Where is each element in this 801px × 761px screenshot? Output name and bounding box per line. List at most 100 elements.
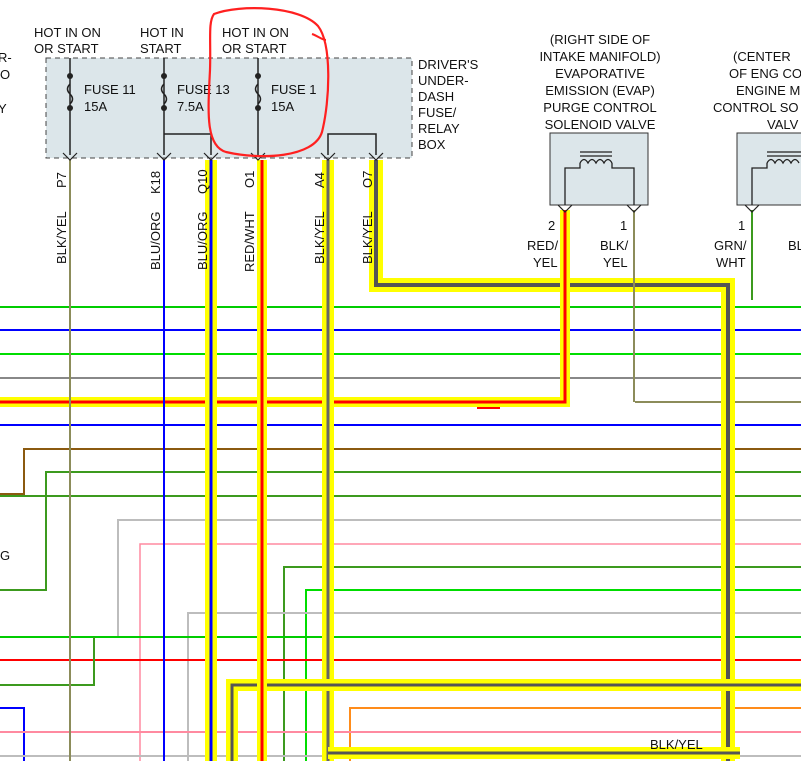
- pin-label-a4: A4: [312, 172, 327, 188]
- fuse-box-title-3: DASH: [418, 89, 454, 104]
- center-valve-body: [736, 132, 801, 206]
- evap-wire-2-line2: YEL: [533, 255, 558, 270]
- center-title-5: VALV: [767, 117, 799, 132]
- annotation-circle: [207, 7, 330, 158]
- evap-pin-2-mark: [557, 204, 573, 213]
- fuse1-rating: 15A: [271, 99, 294, 114]
- fuse13-rating: 7.5A: [177, 99, 204, 114]
- wire-label-q10: BLU/ORG: [195, 211, 210, 270]
- center-control-valve: (CENTER OF ENG CO ENGINE M CONTROL SO VA…: [713, 49, 801, 270]
- fuse1-symbol: [254, 83, 262, 105]
- wire-o7-core: [374, 160, 730, 761]
- evap-wire-2-line1: RED/: [527, 238, 558, 253]
- center-coil-lead: [751, 163, 768, 205]
- bus-green-4: [283, 566, 801, 761]
- fuse-box-title-1: DRIVER'S: [418, 57, 479, 72]
- fuse13-symbol: [160, 83, 168, 105]
- pin-p7-mark: [62, 152, 78, 161]
- left-edge-text: R- O Y G: [0, 50, 12, 563]
- pin-k18-mark: [156, 152, 172, 161]
- evap-title-6: SOLENOID VALVE: [545, 117, 656, 132]
- center-wire-1-line2: WHT: [716, 255, 746, 270]
- left-edge-4: G: [0, 548, 10, 563]
- wire-labels: BLK/YEL BLU/ORG BLU/ORG RED/WHT BLK/YEL …: [54, 211, 375, 272]
- left-edge-2: O: [0, 67, 10, 82]
- fuse1-dot-top: [255, 73, 261, 79]
- fuse11-hot-line1: HOT IN ON: [34, 25, 101, 40]
- evap-pin-1: 1: [620, 218, 627, 233]
- bus-gray-3: [187, 612, 801, 761]
- pin-label-p7: P7: [54, 172, 69, 188]
- center-title-3: ENGINE M: [736, 83, 800, 98]
- center-wire-1-line1: GRN/: [714, 238, 747, 253]
- fuse11-hot-line2: OR START: [34, 41, 99, 56]
- fuse-box-title-6: BOX: [418, 137, 446, 152]
- left-edge-3: Y: [0, 101, 7, 116]
- solenoid-coil-icon: [564, 151, 635, 205]
- center-pin-1: 1: [738, 218, 745, 233]
- evap-coil-lead-right: [611, 163, 635, 205]
- pin-label-k18: K18: [148, 171, 163, 194]
- wire-red-yel: [0, 210, 567, 404]
- pin-q10-mark: [203, 152, 219, 161]
- fuse13-dot-top: [161, 73, 167, 79]
- fuse11-name: FUSE 11: [84, 82, 136, 97]
- bus-pink-1: [139, 543, 801, 761]
- evap-title-1: (RIGHT SIDE OF: [550, 32, 650, 47]
- fuse1-hot-line1: HOT IN ON: [222, 25, 289, 40]
- center-title-4: CONTROL SO: [713, 100, 798, 115]
- wire-label-o7: BLK/YEL: [360, 211, 375, 264]
- pin-labels: P7 K18 Q10 O1 A4 O7: [54, 169, 375, 194]
- fuse11-dot-top: [67, 73, 73, 79]
- fuse1-hot-line2: OR START: [222, 41, 287, 56]
- bus-green-5: [305, 589, 801, 761]
- evap-pin-2: 2: [548, 218, 555, 233]
- center-wire-2-line1: BL: [788, 238, 801, 253]
- fuse11-symbol: [66, 83, 74, 105]
- pin-label-q10: Q10: [195, 169, 210, 194]
- evap-coil-path: [579, 158, 613, 165]
- evap-purge-valve: (RIGHT SIDE OF INTAKE MANIFOLD) EVAPORAT…: [527, 32, 661, 270]
- evap-pin-connectors: [557, 204, 642, 213]
- fuse13-hot-line1: HOT IN: [140, 25, 184, 40]
- fuse-box-title-2: UNDER-: [418, 73, 469, 88]
- fuse13-name: FUSE 13: [177, 82, 230, 97]
- center-title-1: (CENTER: [733, 49, 791, 64]
- bus-brown: [0, 448, 801, 495]
- annotation-tail: [311, 33, 327, 41]
- bus-dark-green-2: [0, 637, 95, 686]
- a4-o7-jumper: [327, 133, 377, 155]
- pin-label-o7: O7: [360, 171, 375, 188]
- bus-orange: [349, 707, 801, 761]
- fuse-relay-box: FUSE 11 15A FUSE 13 7.5A FUSE 1 15A HOT …: [34, 25, 479, 161]
- bus-blue-3: [0, 707, 25, 761]
- wire-label-o1: RED/WHT: [242, 211, 257, 272]
- fuse11-dot-bottom: [67, 105, 73, 111]
- wire-label-k18: BLU/ORG: [148, 211, 163, 270]
- fuse1-name: FUSE 1: [271, 82, 317, 97]
- highlighted-paths: [0, 160, 801, 761]
- fuse-box-title-5: RELAY: [418, 121, 460, 136]
- evap-title-4: EMISSION (EVAP): [545, 83, 655, 98]
- fuse-box-title-4: FUSE/: [418, 105, 457, 120]
- wire-label-p7: BLK/YEL: [54, 211, 69, 264]
- horizontal-bus-lines: [0, 306, 801, 761]
- pin-label-o1: O1: [242, 171, 257, 188]
- evap-wire-1-line1: BLK/: [600, 238, 629, 253]
- fuse13-dot-bottom: [161, 105, 167, 111]
- evap-coil-lead-left: [564, 163, 581, 205]
- center-coil-path: [766, 158, 800, 165]
- evap-title-3: EVAPORATIVE: [555, 66, 645, 81]
- pin-o7-mark: [368, 152, 384, 161]
- left-edge-1: R-: [0, 50, 12, 65]
- evap-valve-body: [549, 132, 649, 206]
- center-title-2: OF ENG CO: [729, 66, 801, 81]
- bottom-wire-label: BLK/YEL: [650, 737, 703, 752]
- fuse11-rating: 15A: [84, 99, 107, 114]
- evap-title-2: INTAKE MANIFOLD): [539, 49, 660, 64]
- fuse1-dot-bottom: [255, 105, 261, 111]
- fuse13-hot-line2: START: [140, 41, 181, 56]
- evap-pin-1-mark: [626, 204, 642, 213]
- bus-gray-2: [0, 519, 801, 638]
